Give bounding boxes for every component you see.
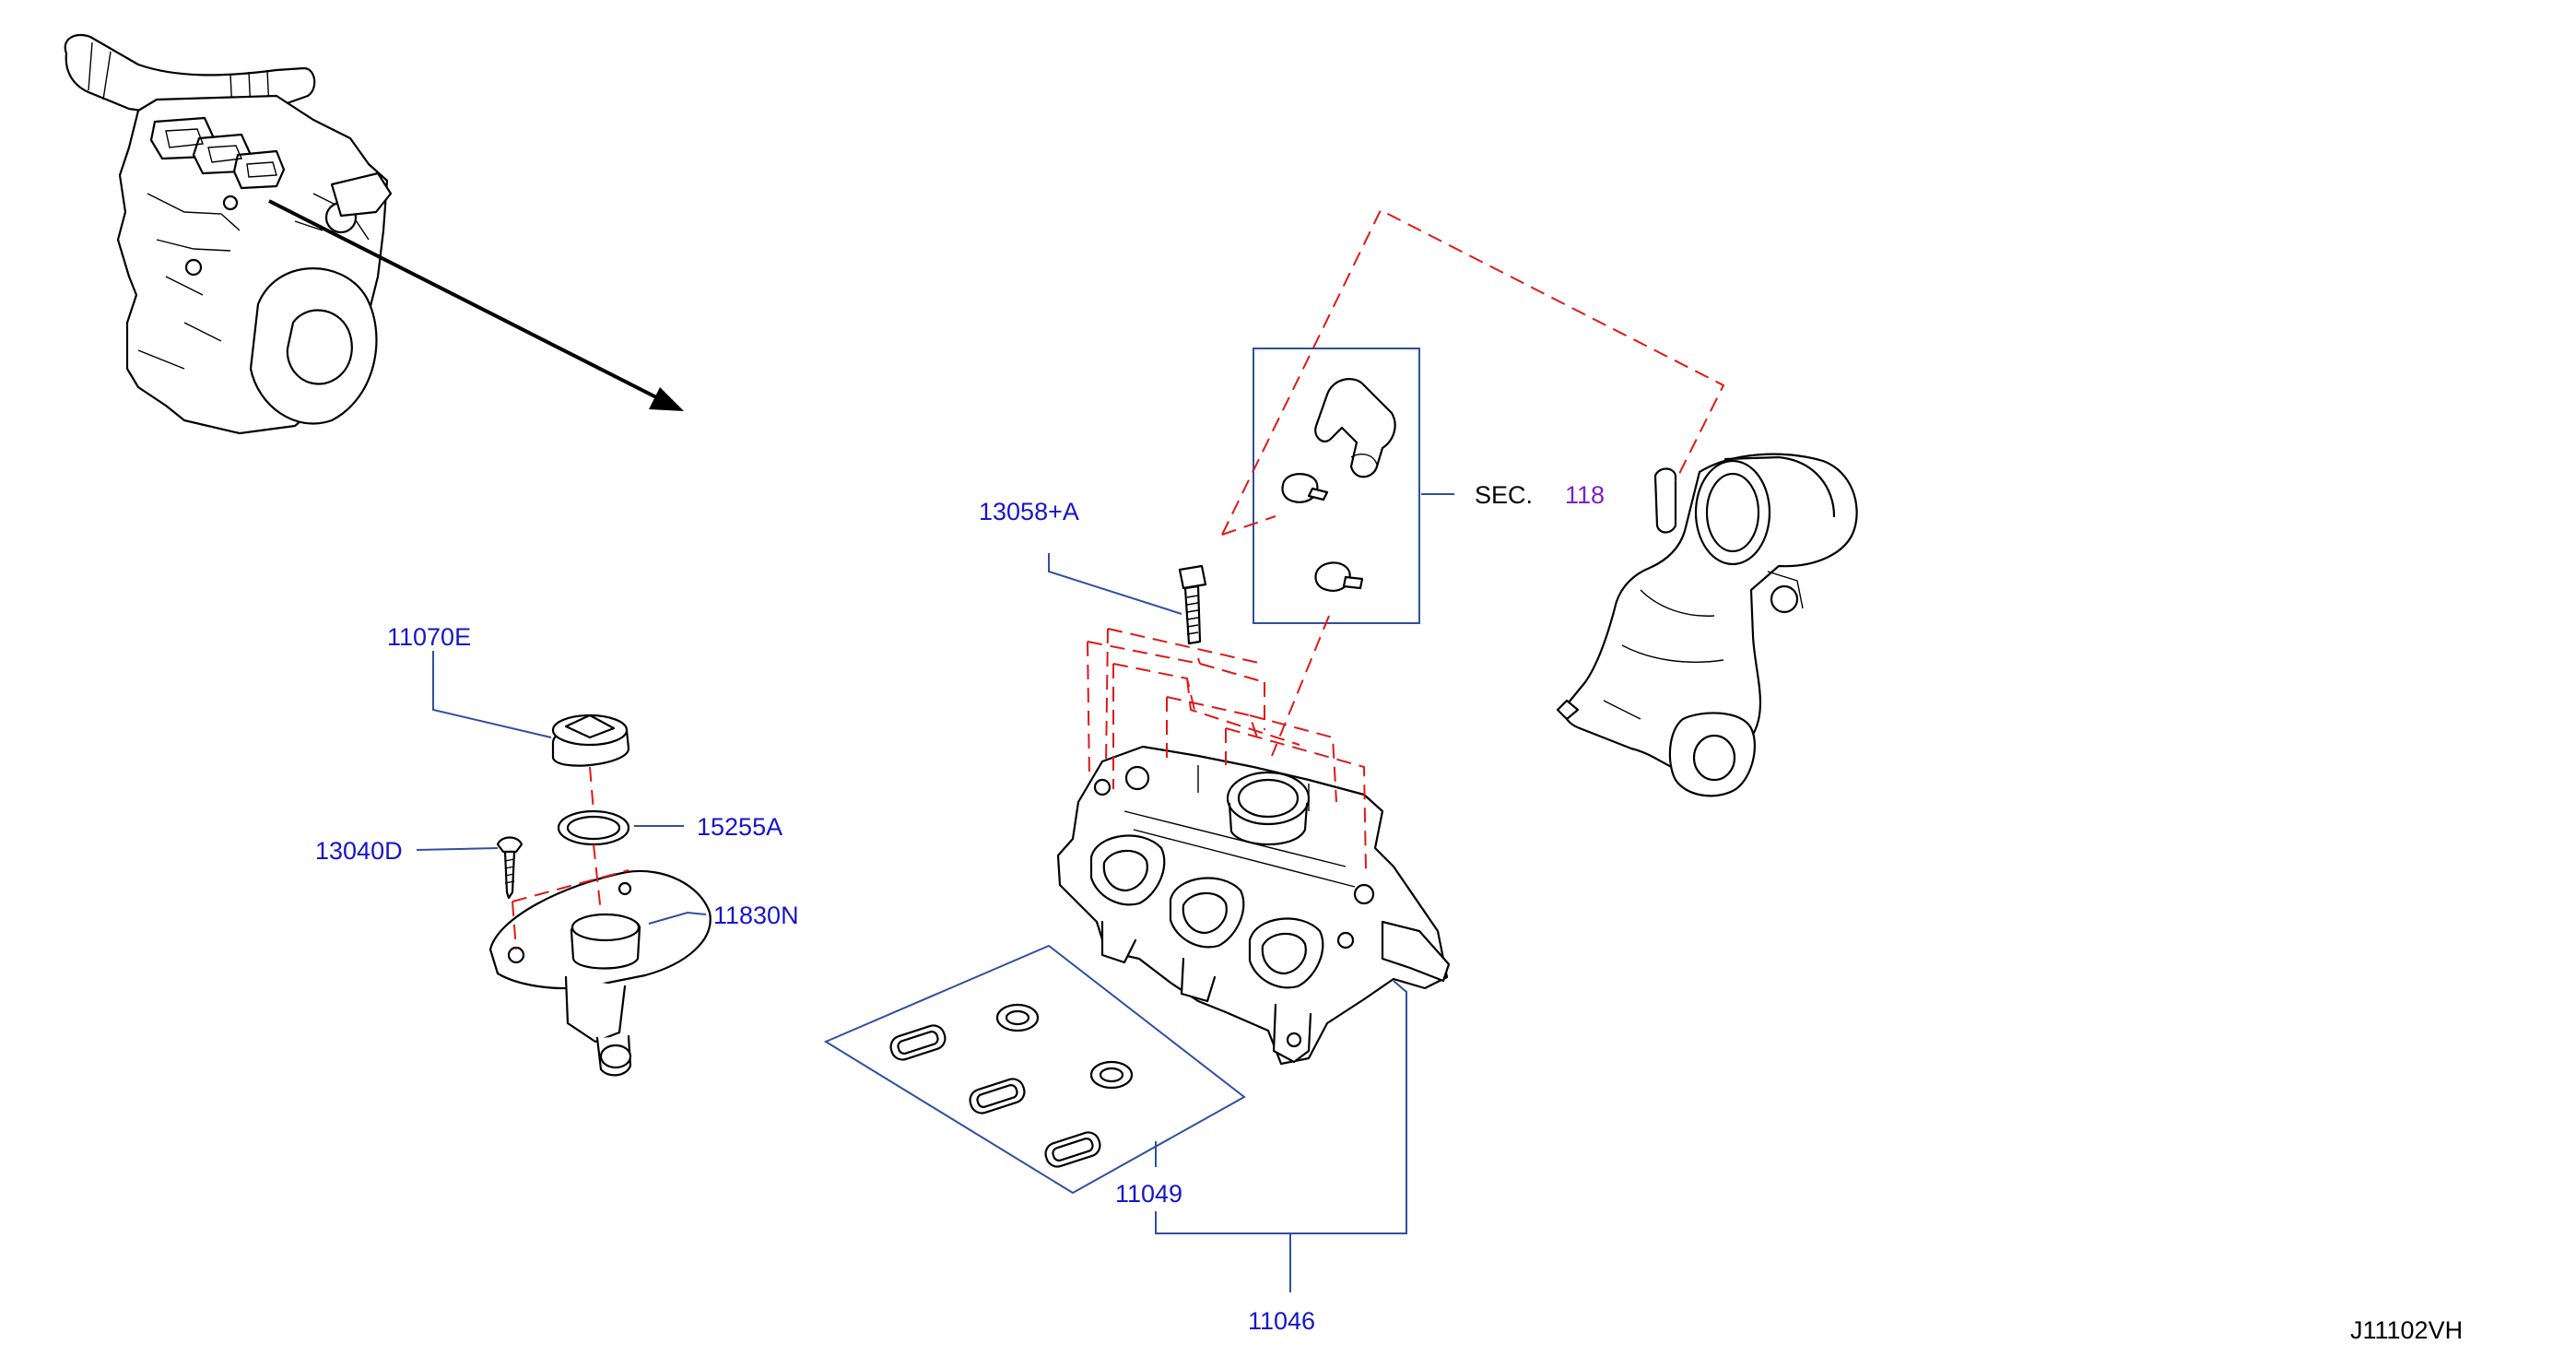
callout-15255A[interactable]: 15255A: [697, 813, 782, 841]
callout-11070E[interactable]: 11070E: [387, 623, 471, 651]
callout-11046[interactable]: 11046: [1248, 1307, 1315, 1335]
oil-filler-assembly-illustration: [488, 713, 712, 1077]
intake-manifold-illustration: [1056, 745, 1451, 1066]
bolt-13058-illustration: [1178, 564, 1207, 645]
leader-lines: [416, 493, 1454, 1292]
drawing-code: J11102VH: [2350, 1316, 2463, 1344]
engine-overview-illustration: [64, 33, 393, 435]
phantom-lines: [512, 208, 1725, 950]
sec-118-parts-group: [1253, 348, 1420, 624]
callout-13040D[interactable]: 13040D: [315, 837, 403, 865]
section-ref-prefix: SEC.: [1475, 481, 1533, 509]
section-ref-number[interactable]: 118: [1565, 481, 1605, 509]
gasket-set-illustration: [823, 944, 1246, 1195]
turbo-outlet-illustration: [1556, 453, 1858, 797]
callout-11830N[interactable]: 11830N: [713, 902, 799, 929]
detail-arrow: [268, 199, 684, 411]
callout-11049[interactable]: 11049: [1115, 1180, 1182, 1208]
callout-13058A[interactable]: 13058+A: [979, 498, 1079, 525]
